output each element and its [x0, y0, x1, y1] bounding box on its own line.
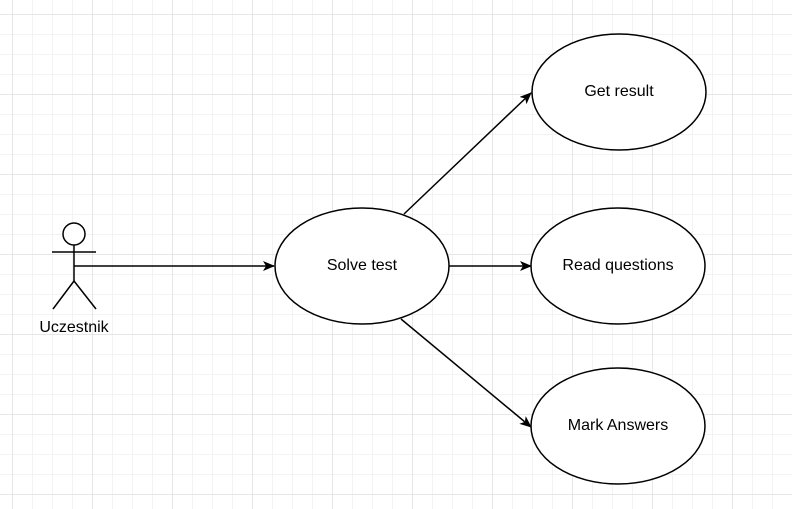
edge-solve-test-to-get-result: [403, 92, 532, 215]
use-case-solve-test[interactable]: Solve test: [274, 207, 450, 325]
use-case-read-questions[interactable]: Read questions: [530, 207, 706, 325]
actor-label: Uczestnik: [39, 319, 109, 336]
use-case-solve-test-label: Solve test: [327, 257, 398, 274]
edge-solve-test-to-mark-answers: [400, 318, 532, 428]
use-case-read-questions-label: Read questions: [562, 257, 673, 274]
use-case-read-questions-shape: [530, 207, 706, 325]
actor-right-leg: [73, 280, 97, 310]
use-case-get-result[interactable]: Get result: [531, 33, 707, 151]
use-case-mark-answers-label: Mark Answers: [568, 417, 668, 434]
actor-left-leg: [52, 280, 75, 310]
use-case-get-result-shape: [531, 33, 707, 151]
actor-head: [62, 222, 86, 246]
use-case-mark-answers-shape: [530, 367, 706, 485]
use-case-get-result-label: Get result: [584, 83, 654, 100]
use-case-solve-test-shape: [274, 207, 450, 325]
use-case-mark-answers[interactable]: Mark Answers: [530, 367, 706, 485]
actor-uczestnik[interactable]: Uczestnik: [39, 222, 110, 336]
